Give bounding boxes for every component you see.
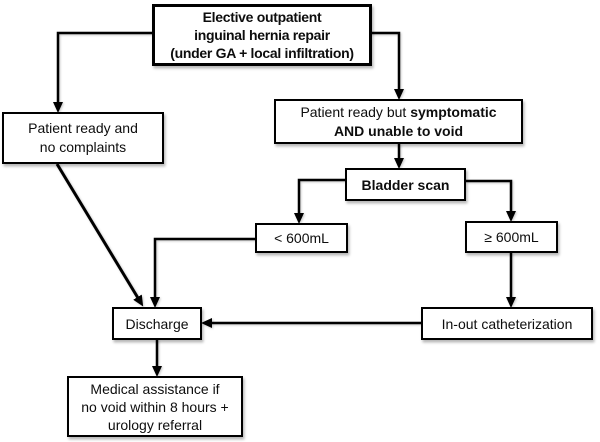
arrow-under600-to-discharge-icon xyxy=(150,237,255,308)
node-patient-symptomatic-line2: AND unable to void xyxy=(333,122,464,139)
node-discharge-label: Discharge xyxy=(125,315,189,332)
node-patient-ready-line2: no complaints xyxy=(39,139,127,155)
node-medical-assistance: Medical assistance if no void within 8 h… xyxy=(67,376,243,437)
node-discharge: Discharge xyxy=(112,307,202,340)
arrow-bladderscan-to-under600-icon xyxy=(294,178,345,224)
arrow-ready-to-discharge-icon xyxy=(55,163,144,307)
node-under-600ml-label: < 600mL xyxy=(274,230,329,246)
node-in-out-catheterization-label: In-out catheterization xyxy=(441,315,573,332)
node-elective-surgery-line2: inguinal hernia repair xyxy=(194,27,330,43)
node-patient-symptomatic: Patient ready but symptomatic AND unable… xyxy=(274,99,523,144)
node-bladder-scan-label: Bladder scan xyxy=(361,176,450,193)
node-elective-surgery-line1: Elective outpatient xyxy=(202,9,322,25)
arrow-bladderscan-to-over600-icon xyxy=(466,179,516,222)
node-patient-symptomatic-text-bold: symptomatic xyxy=(410,103,497,120)
node-over-600ml-label: ≥ 600mL xyxy=(484,229,539,245)
node-medical-assistance-line1: Medical assistance if xyxy=(90,380,220,397)
node-patient-symptomatic-line1: Patient ready but symptomatic xyxy=(300,103,496,122)
node-bladder-scan: Bladder scan xyxy=(345,168,466,201)
arrow-surgery-to-ready-icon xyxy=(53,31,152,113)
node-patient-ready-line1: Patient ready and xyxy=(28,120,138,136)
node-in-out-catheterization: In-out catheterization xyxy=(421,307,593,340)
arrow-surgery-to-symptomatic-icon xyxy=(371,31,404,100)
node-over-600ml: ≥ 600mL xyxy=(465,221,558,253)
node-under-600ml: < 600mL xyxy=(255,223,348,253)
node-medical-assistance-line3: urology referral xyxy=(107,416,203,433)
node-patient-ready-no-complaints: Patient ready and no complaints xyxy=(2,112,164,164)
node-elective-surgery-line3: (under GA + local infiltration) xyxy=(170,45,354,61)
node-elective-surgery: Elective outpatient inguinal hernia repa… xyxy=(152,4,372,66)
node-medical-assistance-line2: no void within 8 hours + xyxy=(81,398,229,415)
node-patient-symptomatic-text-normal: Patient ready but xyxy=(300,103,411,120)
